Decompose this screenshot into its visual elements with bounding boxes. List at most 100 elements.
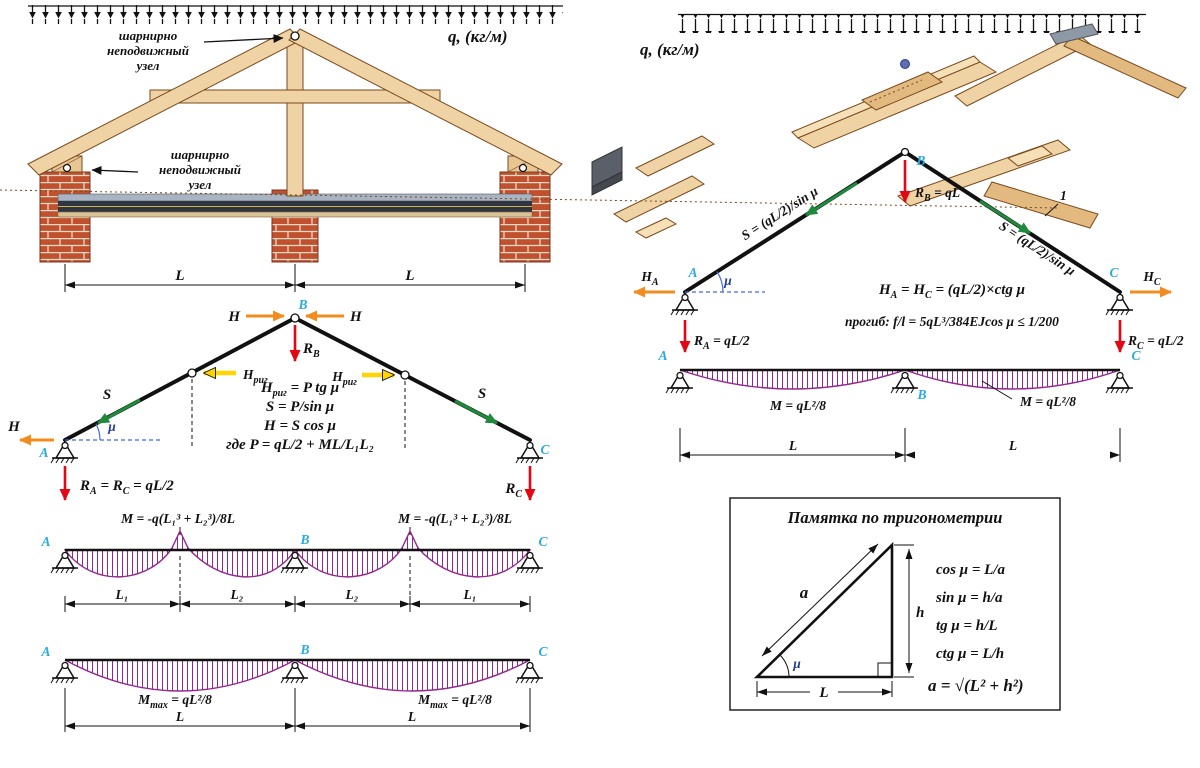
formula-ctg: ctg μ = L/h	[936, 646, 1004, 662]
mu-arc	[779, 654, 790, 678]
trig-memo-box: Памятка по тригонометрии a μ h L cos μ =…	[729, 497, 1061, 711]
part-number: 1	[1060, 188, 1067, 203]
support-c	[1105, 293, 1134, 316]
label-rb: RB = qL	[914, 185, 960, 204]
label-s-right: S	[478, 386, 486, 402]
node-a: A	[657, 348, 667, 363]
formula-a: a = √(L² + h²)	[928, 676, 1024, 695]
eq-s: S = P/sin μ	[266, 399, 334, 415]
collar-tie-beam	[149, 89, 441, 104]
node-c: C	[1131, 348, 1141, 363]
label-rc: RC	[504, 481, 522, 500]
moment-curve-span2	[293, 529, 532, 578]
m2-node-b: B	[299, 642, 309, 657]
svg-text:L₂: L₂	[345, 587, 359, 602]
angle-mu-label: μ	[723, 273, 732, 288]
truss-illustration: q, (кг/м) шарнирно неподвижный узел шарн…	[27, 5, 563, 292]
svg-text:узел: узел	[135, 58, 160, 73]
rafter-right	[288, 28, 563, 176]
label-s-left: S	[103, 387, 111, 403]
right-structural-scheme: S = (qL/2)/sin μ S = (qL/2)/sin μ 1 RB =…	[633, 147, 1184, 353]
m2-support-a	[50, 661, 79, 684]
svg-text:неподвижный: неподвижный	[159, 162, 241, 177]
hypotenuse-dim	[761, 543, 879, 657]
moment-curve-span1	[679, 369, 906, 390]
node-a: A	[38, 445, 48, 460]
support-a	[665, 371, 694, 394]
label-s-right: S = (qL/2)/sin μ	[997, 218, 1079, 279]
right-load: q, (кг/м)	[640, 13, 1146, 59]
m1-node-c: C	[538, 534, 548, 549]
distributed-load-arrows	[28, 5, 563, 24]
node-b: B	[915, 153, 925, 168]
m1-label-right: M = -q(L₁³ + L₂³)/8L	[397, 511, 512, 526]
svg-text:неподвижный: неподвижный	[107, 43, 189, 58]
ceiling-structure	[57, 193, 533, 218]
node-b: B	[297, 297, 307, 312]
svg-text:L: L	[788, 438, 797, 453]
note-apex-arrow	[203, 33, 284, 43]
h-equation: HA = HC = (qL/2)×ctg μ	[878, 282, 1025, 301]
right-angle-mark	[877, 662, 892, 677]
label-hrig-left: Hриг	[242, 367, 268, 386]
label-ra: RA = qL/2	[693, 333, 750, 352]
support-c	[1105, 371, 1134, 394]
moment-diagram-1: M = -q(L₁³ + L₂³)/8L M = -q(L₁³ + L₂³)/8…	[40, 511, 548, 612]
label-ha: HA	[640, 269, 659, 288]
label-a: a	[800, 583, 809, 602]
joint-detail-2	[791, 55, 998, 149]
note-apex: шарнирно неподвижный узел	[107, 28, 284, 73]
angle-mu-label: μ	[107, 419, 116, 434]
svg-text:L: L	[1008, 438, 1017, 453]
formula-tg: tg μ = h/L	[936, 618, 997, 634]
eq-hrig: Hриг = P tg μ	[260, 380, 339, 399]
svg-text:шарнирно: шарнирно	[171, 147, 230, 162]
label-rb: RB	[302, 341, 320, 360]
hinge-rig-right	[400, 370, 410, 380]
moment-diagram-2: A B C Mmax = qL²/8 Mmax = qL²/8 L L	[40, 642, 548, 732]
support-b	[890, 371, 919, 394]
joint-detail-4	[0, 139, 1099, 229]
left-structural-scheme: μ H H RB Hриг Hриг S S H Hриг = P tg μ S…	[7, 297, 550, 501]
label-reactions: RA = RC = qL/2	[79, 478, 174, 497]
truss-post	[286, 37, 304, 197]
svg-text:L₁: L₁	[463, 587, 477, 602]
m1-dimension: L₁ L₂ L₂ L₁	[64, 556, 531, 612]
support-a	[670, 293, 699, 316]
formula-sin: sin μ = h/a	[935, 590, 1003, 606]
m2-label-right: Mmax = qL²/8	[417, 692, 492, 711]
trig-formulas: cos μ = L/a sin μ = h/a tg μ = h/L ctg μ…	[928, 562, 1024, 695]
label-h-a: H	[7, 419, 21, 435]
svg-text:шарнирно: шарнирно	[119, 28, 178, 43]
note-eave-arrow	[91, 165, 139, 175]
formula-block: Hриг = P tg μ S = P/sin μ H = S cos μ гд…	[226, 380, 374, 453]
node-a: A	[687, 265, 697, 280]
m2-label-left: Mmax = qL²/8	[137, 692, 212, 711]
joint-detail-1	[591, 135, 716, 239]
dim-L-left: L	[174, 268, 184, 284]
load-label: q, (кг/м)	[640, 40, 700, 59]
m1-node-a: A	[40, 534, 50, 549]
svg-text:L₁: L₁	[115, 587, 129, 602]
formula-cos: cos μ = L/a	[936, 562, 1005, 578]
label-h-top-left: H	[227, 309, 241, 325]
label-l: L	[818, 685, 828, 701]
m1-node-b: B	[299, 532, 309, 547]
truss-dimension: L L	[64, 264, 526, 292]
eq-p: где P = qL/2 + ML/L₁L₂	[226, 437, 374, 453]
label-mu: μ	[792, 656, 801, 671]
m2-curve-span1	[64, 659, 296, 692]
svg-text:L: L	[175, 709, 184, 724]
node-b: B	[916, 387, 926, 402]
hinge-b	[290, 313, 300, 323]
note-eave: шарнирно неподвижный узел	[91, 147, 241, 192]
m2-dimension: L L	[64, 688, 531, 732]
hinge-eave-left	[62, 163, 72, 173]
support-c	[515, 441, 544, 464]
support-a	[50, 441, 79, 464]
moment-curve-span1	[63, 529, 297, 578]
right-dimension: L L	[679, 428, 1121, 462]
load-label: q, (кг/м)	[448, 27, 508, 46]
m-label-left: M = qL²/8	[769, 398, 826, 413]
